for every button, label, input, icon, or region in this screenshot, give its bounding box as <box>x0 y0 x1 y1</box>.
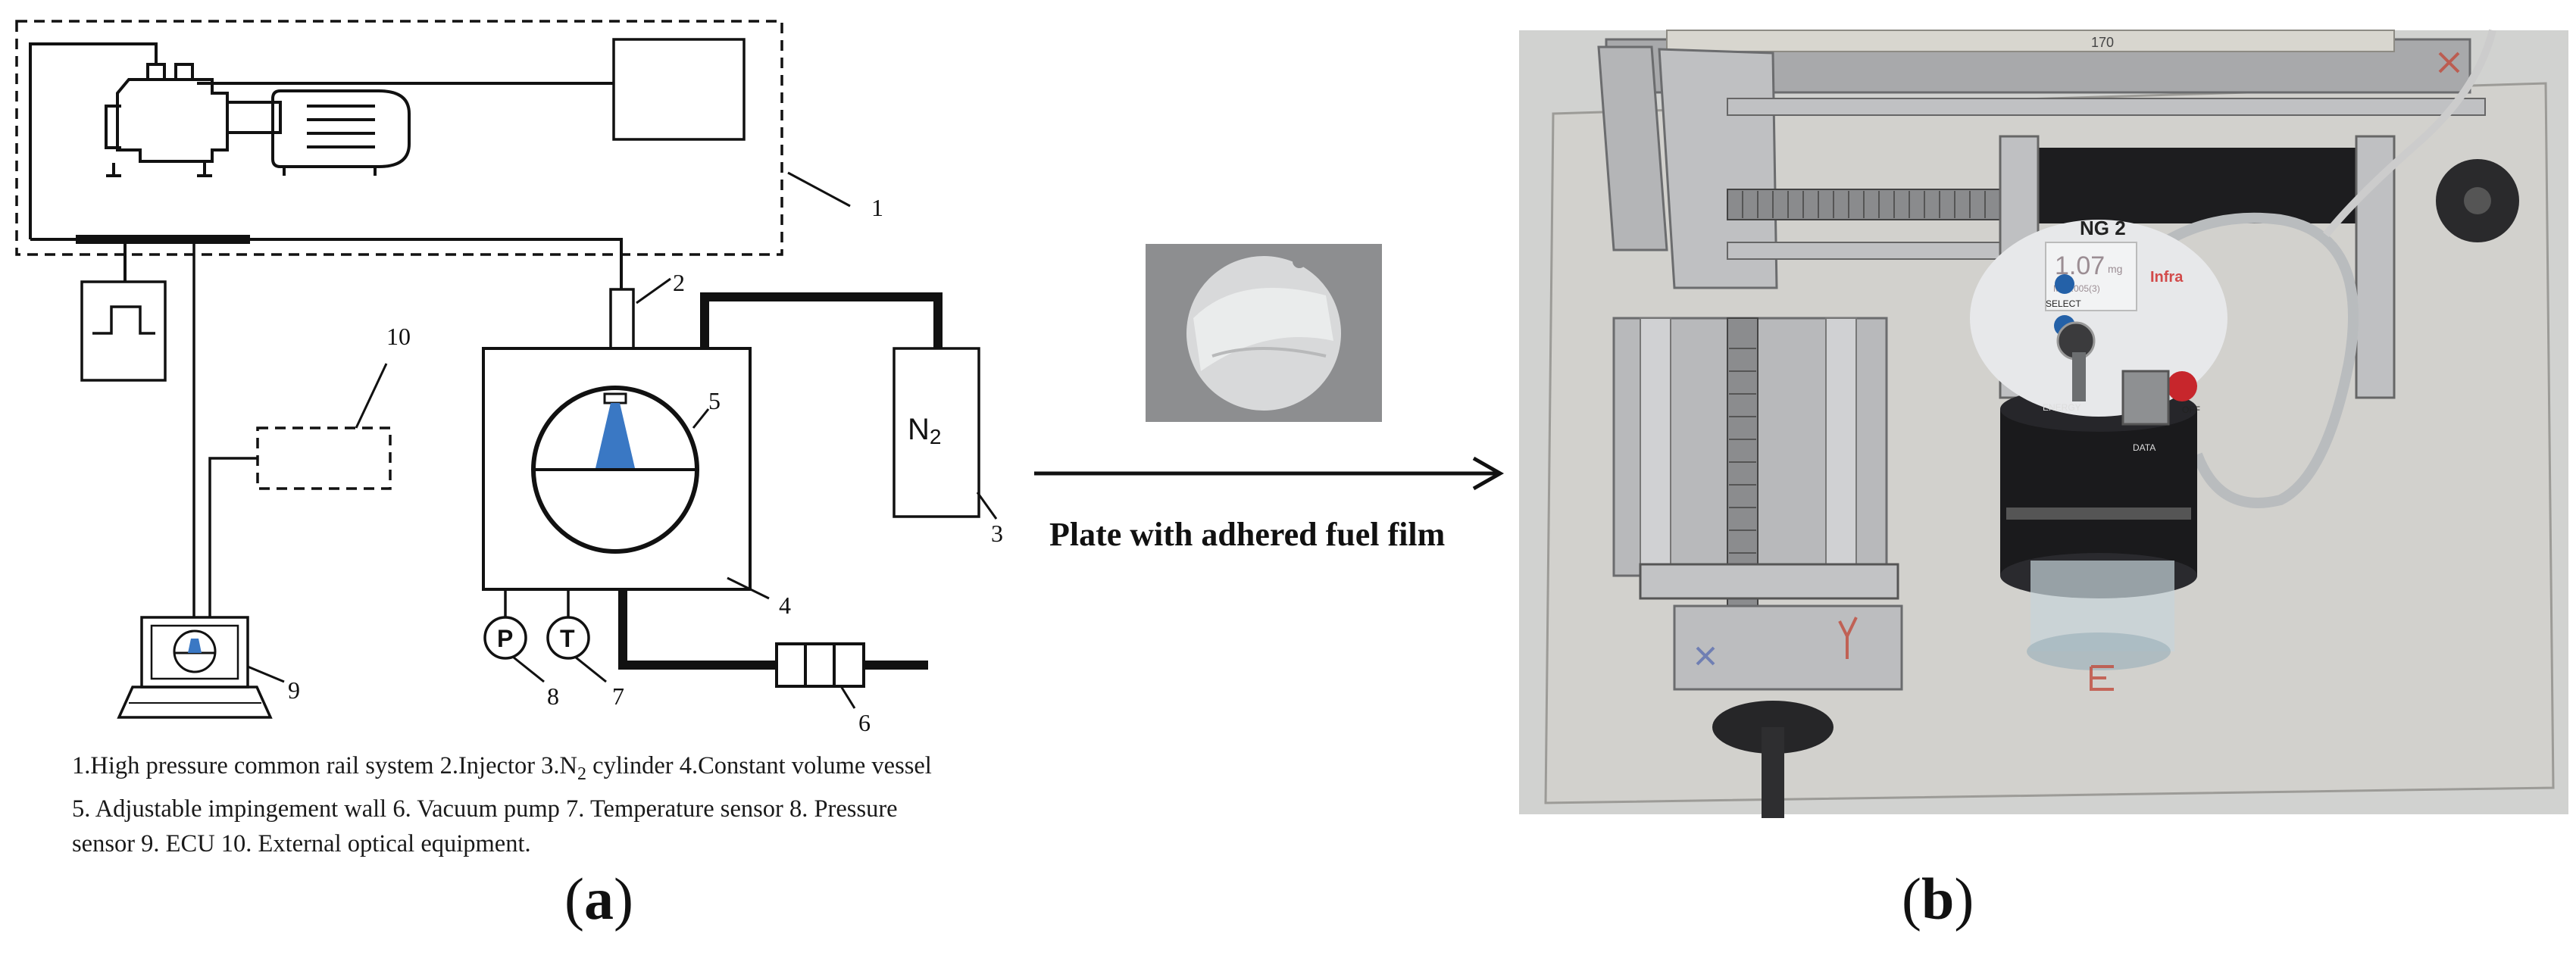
callout-10: 10 <box>386 323 411 350</box>
panel-label-a-letter: a <box>583 866 614 932</box>
electric-motor <box>271 89 411 176</box>
callout-5: 5 <box>708 387 721 414</box>
callout-1: 1 <box>871 194 883 221</box>
constant-volume-vessel <box>482 347 752 591</box>
legend-line-1-part-a: 1.High pressure common rail system 2.Inj… <box>72 752 578 779</box>
callout-6: 6 <box>858 709 871 736</box>
device-btn-data: DATA <box>2133 442 2156 453</box>
callout-4: 4 <box>779 592 791 619</box>
pressure-gauge-label: P <box>497 625 513 652</box>
device-btn-off: OFF <box>2182 404 2200 415</box>
callout-9: 9 <box>288 676 300 704</box>
panel-label-a: (a) <box>564 866 633 932</box>
n2-label: N2 <box>908 413 941 448</box>
temperature-sensor <box>546 616 590 660</box>
device-btn-energy: ENERGY <box>2043 402 2081 413</box>
schematic-diagram <box>15 20 998 719</box>
pulse-signal-box <box>80 280 167 382</box>
ecu-laptop <box>117 616 273 719</box>
device-btn-select: SELECT <box>2046 298 2081 309</box>
photo-marks <box>1838 52 2460 691</box>
pressure-sensor <box>483 616 527 660</box>
panel-label-b: (b) <box>1902 866 1974 932</box>
callout-3: 3 <box>991 520 1003 547</box>
photo-blue-mark <box>1696 646 1715 666</box>
vacuum-pump <box>775 642 865 688</box>
laser-energy-meter: NG 2 1.07 mg M=0.005(3) Infra SELECT ENE… <box>1970 217 2227 670</box>
panel-label-b-letter: b <box>1921 866 1955 932</box>
fuel-spray <box>596 403 635 468</box>
common-rail-system-boundary <box>15 20 783 256</box>
callout-7: 7 <box>612 682 624 710</box>
schematic-labels: 1 2 3 4 5 6 7 8 9 10 N2 P T <box>288 194 1003 736</box>
device-brand: Infra <box>2150 269 2184 286</box>
high-pressure-pump <box>105 63 282 177</box>
controller-box <box>612 38 746 141</box>
ruler-mark: 170 <box>2091 35 2114 50</box>
legend-line-2: 5. Adjustable impingement wall 6. Vacuum… <box>72 795 898 823</box>
fuel-film-plate-inset <box>1146 244 1382 422</box>
legend-line-1-subscript: 2 <box>577 764 587 784</box>
callout-2: 2 <box>673 269 685 296</box>
temperature-gauge-label: T <box>560 625 575 652</box>
device-title: NG 2 <box>2080 217 2126 239</box>
arrow-caption: Plate with adhered fuel film <box>1049 516 1446 553</box>
external-optical-equipment <box>256 426 392 490</box>
transfer-arrow <box>1034 456 1505 491</box>
legend-line-3: sensor 9. ECU 10. External optical equip… <box>72 830 531 857</box>
experimental-apparatus-photo: 170 <box>1519 29 2568 818</box>
callout-8: 8 <box>547 682 559 710</box>
n2-cylinder <box>893 347 980 518</box>
figure-legend: 1.High pressure common rail system 2.Inj… <box>72 748 1049 861</box>
legend-line-1-part-b: cylinder 4.Constant volume vessel <box>586 752 932 779</box>
device-unit: mg <box>2108 263 2122 275</box>
injector <box>609 288 635 350</box>
legend-line-1: 1.High pressure common rail system 2.Inj… <box>72 748 1049 792</box>
